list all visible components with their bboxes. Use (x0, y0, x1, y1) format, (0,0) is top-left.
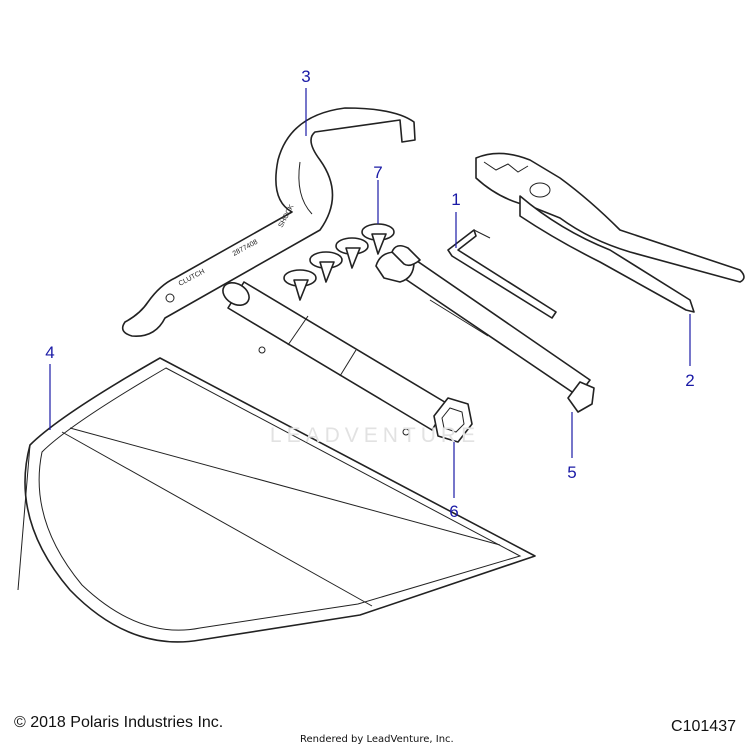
hex-key (447, 229, 557, 319)
tool-bag (17, 357, 536, 643)
spark-plug-wrench (222, 281, 473, 443)
slip-joint-pliers (475, 152, 745, 313)
leadventure-watermark: LEADVENTURE (269, 424, 481, 447)
copyright-text: © 2018 Polaris Industries Inc. (14, 714, 224, 731)
callout-3: 3 (301, 67, 310, 86)
diagram-code: C101437 (671, 718, 736, 735)
callout-5: 5 (567, 463, 576, 482)
callouts: 1 2 3 4 5 6 7 (45, 67, 694, 521)
callout-6: 6 (449, 502, 458, 521)
push-rivets (283, 223, 395, 301)
callout-2: 2 (685, 371, 694, 390)
callout-1: 1 (451, 190, 460, 209)
callout-4: 4 (45, 343, 54, 362)
callout-7: 7 (373, 163, 382, 182)
socket-extension (375, 244, 595, 413)
rendered-by-text: Rendered by LeadVenture, Inc. (300, 734, 454, 745)
spanner-wrench: SHOCK 2877408 CLUTCH (121, 107, 416, 337)
